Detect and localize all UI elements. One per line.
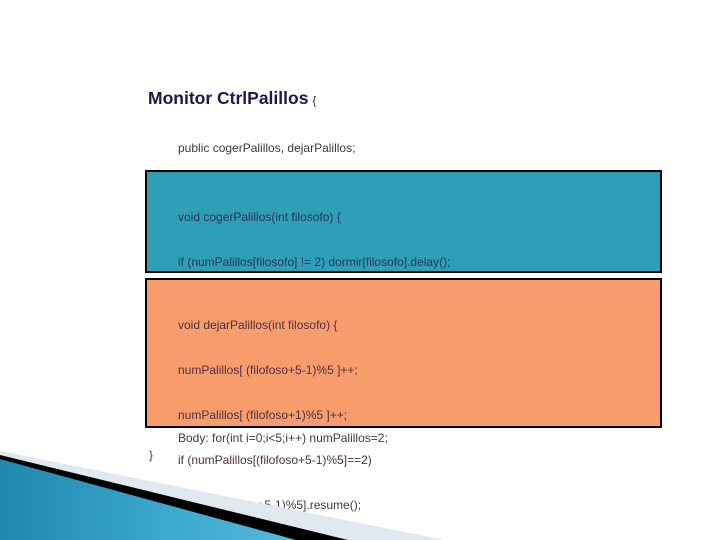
ribbon-teal-triangle [0,459,296,540]
code-line: numPalillos[ (filofoso+5-1)%5 ]++; [178,363,358,377]
monitor-closing-brace: } [149,448,154,462]
declaration-line: public cogerPalillos, dejarPalillos; [178,141,356,156]
code-line: if (numPalillos[filosofo] != 2) dormir[f… [178,255,451,269]
code-line: numPalillos[ (filofoso+1)%5 ]++; [178,408,348,422]
coger-palillos-code-box: void cogerPalillos(int filosofo) { if (n… [145,170,662,404]
bottom-left-ribbon-decoration [0,451,445,540]
code-line: void cogerPalillos(int filosofo) { [178,210,341,224]
monitor-body-line: Body: for(int i=0;i<5;i++) numPalillos=2… [178,431,388,445]
code-line: if (numPalillos[(filofoso+5-1)%5]==2) [178,453,372,467]
slide-title-open-brace: { [312,95,317,107]
slide-title: Monitor CtrlPalillos{ [148,88,316,109]
code-line: void dejarPalillos(int filosofo) { [178,318,338,332]
slide-title-text: Monitor CtrlPalillos [148,88,309,108]
dejar-palillos-code-box: void dejarPalillos(int filosofo) { numPa… [145,278,662,512]
